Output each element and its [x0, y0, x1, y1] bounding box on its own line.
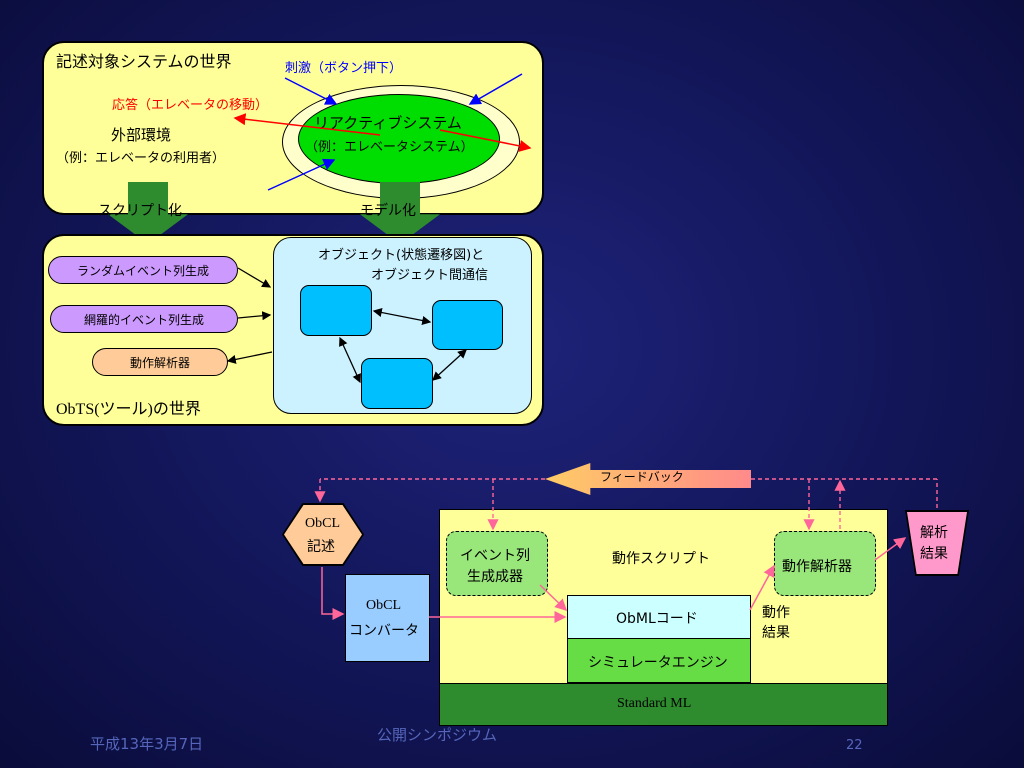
analysis-result-shape-fill: [907, 512, 967, 574]
obcl-converter-line1: ObCL: [366, 598, 401, 613]
action-result-line2: 結果: [762, 625, 790, 641]
response-label: 応答（エレベータの移動）: [112, 98, 269, 113]
modeling-label: モデル化: [360, 203, 416, 219]
reactive-system-title: リアクティブシステム: [314, 114, 462, 132]
action-analyzer-label: 動作解析器: [782, 559, 852, 575]
footer-date: 平成13年3月7日: [90, 735, 204, 753]
standard-ml-label: Standard ML: [617, 696, 692, 711]
obcl-description-line2: 記述: [307, 539, 335, 555]
object-box-1: [300, 285, 372, 336]
feedback-label: フィードバック: [600, 470, 684, 484]
action-analyzer-box: [774, 531, 876, 596]
simulator-engine-box: [567, 638, 751, 683]
obml-code-label: ObMLコード: [616, 611, 698, 627]
action-analyzer-pill: 動作解析器: [92, 348, 228, 376]
obts-world-title: ObTS(ツール)の世界: [56, 401, 201, 418]
footer-page-number: 22: [846, 738, 863, 753]
reactive-system-example: （例：エレベータシステム）: [305, 140, 474, 155]
footer-symposium: 公開シンポジウム: [377, 726, 498, 744]
event-generator-line1: イベント列: [460, 548, 530, 564]
object-diagram-line1: オブジェクト(状態遷移図)と: [318, 248, 485, 263]
action-result-line1: 動作: [762, 605, 790, 621]
stimulus-label: 刺激（ボタン押下）: [285, 61, 403, 76]
obcl-description-line1: ObCL: [305, 516, 340, 531]
exhaustive-event-generator: 網羅的イベント列生成: [50, 305, 238, 333]
obcl-converter-line2: コンバータ: [349, 623, 419, 639]
event-generator-line2: 生成成器: [467, 569, 523, 585]
object-box-2: [432, 300, 503, 350]
random-event-generator: ランダムイベント列生成: [48, 256, 238, 284]
simulator-engine-label: シミュレータエンジン: [588, 655, 728, 671]
standard-ml-bar: [439, 683, 888, 726]
described-world-title: 記述対象システムの世界: [56, 52, 232, 71]
external-env-example: （例：エレベータの利用者）: [56, 151, 226, 166]
analysis-result-line1: 解析: [920, 525, 948, 541]
external-env-title: 外部環境: [111, 126, 172, 144]
obcl-converter-box: [345, 574, 430, 662]
object-box-3: [361, 358, 433, 409]
scripting-label: スクリプト化: [98, 203, 182, 219]
event-generator-box: [446, 531, 548, 596]
object-diagram-line2: オブジェクト間通信: [371, 268, 489, 283]
action-script-label: 動作スクリプト: [612, 551, 710, 567]
analysis-result-line2: 結果: [920, 546, 948, 562]
obcl-to-converter: [321, 567, 345, 620]
